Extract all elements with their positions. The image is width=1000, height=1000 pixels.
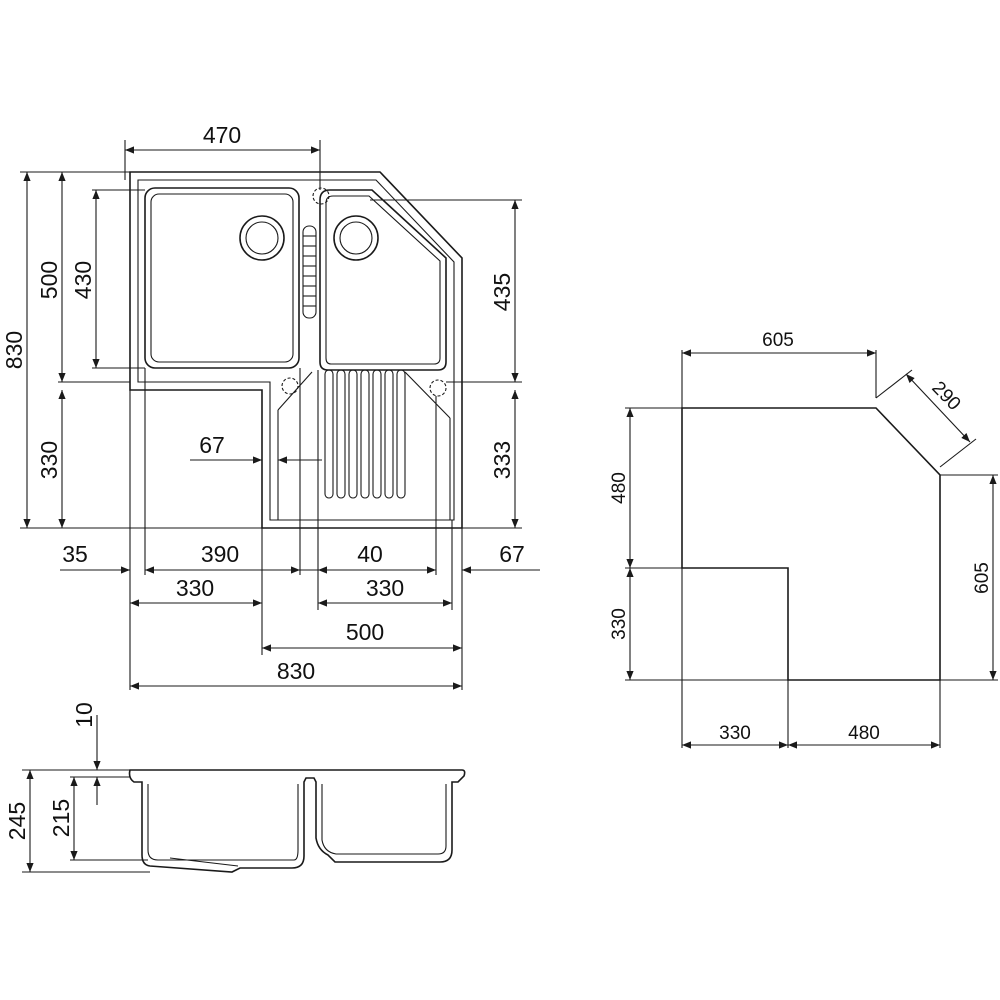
dim-470: 470 bbox=[203, 122, 241, 148]
right-bowl-inner bbox=[325, 195, 441, 365]
sink-inner-rim bbox=[137, 179, 455, 521]
dim-10: 10 bbox=[71, 702, 97, 728]
dim-67-inner: 67 bbox=[199, 432, 225, 458]
dim-67: 67 bbox=[499, 541, 525, 567]
dim-215: 215 bbox=[48, 799, 74, 837]
dim-333-vertical: 333 bbox=[489, 441, 515, 479]
tap-hole-icon bbox=[429, 379, 447, 397]
sink-section-view: 10 215 245 bbox=[4, 702, 466, 873]
left-drain-inner bbox=[245, 221, 279, 255]
right-bowl bbox=[319, 189, 447, 371]
cabinet-outline-view: 605 290 480 330 605 330 480 bbox=[609, 330, 998, 749]
left-drain-icon bbox=[239, 215, 285, 261]
dim-330-bottom: 330 bbox=[719, 723, 751, 744]
dim-390: 390 bbox=[201, 541, 239, 567]
sink-outline bbox=[129, 171, 463, 529]
section-inner-right bbox=[321, 784, 447, 855]
tap-hole-icon bbox=[281, 377, 299, 395]
dim-830-horizontal: 830 bbox=[277, 658, 315, 684]
dim-435-vertical: 435 bbox=[489, 273, 515, 311]
dim-605-top: 605 bbox=[762, 330, 794, 351]
dim-830-vertical: 830 bbox=[1, 331, 27, 369]
tap-hole-icon bbox=[312, 187, 330, 205]
overflow-grille bbox=[302, 225, 317, 319]
dim-330-bottom-right: 330 bbox=[366, 575, 404, 601]
left-bowl bbox=[144, 187, 300, 369]
cabinet-outline bbox=[681, 407, 941, 681]
right-drain-inner bbox=[339, 221, 373, 255]
dim-605-right: 605 bbox=[972, 562, 993, 594]
dim-290: 290 bbox=[927, 377, 964, 414]
sink-top-view bbox=[129, 171, 463, 529]
dim-480-bottom: 480 bbox=[848, 723, 880, 744]
dim-430-vertical: 430 bbox=[70, 261, 96, 299]
left-bowl-inner bbox=[150, 193, 294, 363]
dim-500-vertical: 500 bbox=[36, 261, 62, 299]
top-view-dimensions: 470 830 500 430 330 435 333 67 bbox=[1, 122, 540, 690]
section-outline bbox=[128, 769, 466, 873]
dim-40: 40 bbox=[357, 541, 383, 567]
right-drain-icon bbox=[333, 215, 379, 261]
dim-500-horizontal: 500 bbox=[346, 619, 384, 645]
dim-330-bottom-left: 330 bbox=[176, 575, 214, 601]
section-inner bbox=[147, 784, 299, 861]
dim-480-left: 480 bbox=[609, 472, 630, 504]
dim-330-vertical-left: 330 bbox=[36, 441, 62, 479]
dim-245: 245 bbox=[4, 802, 30, 840]
drainer-grooves bbox=[277, 369, 451, 520]
dim-35: 35 bbox=[62, 541, 88, 567]
dim-330-left: 330 bbox=[609, 608, 630, 640]
